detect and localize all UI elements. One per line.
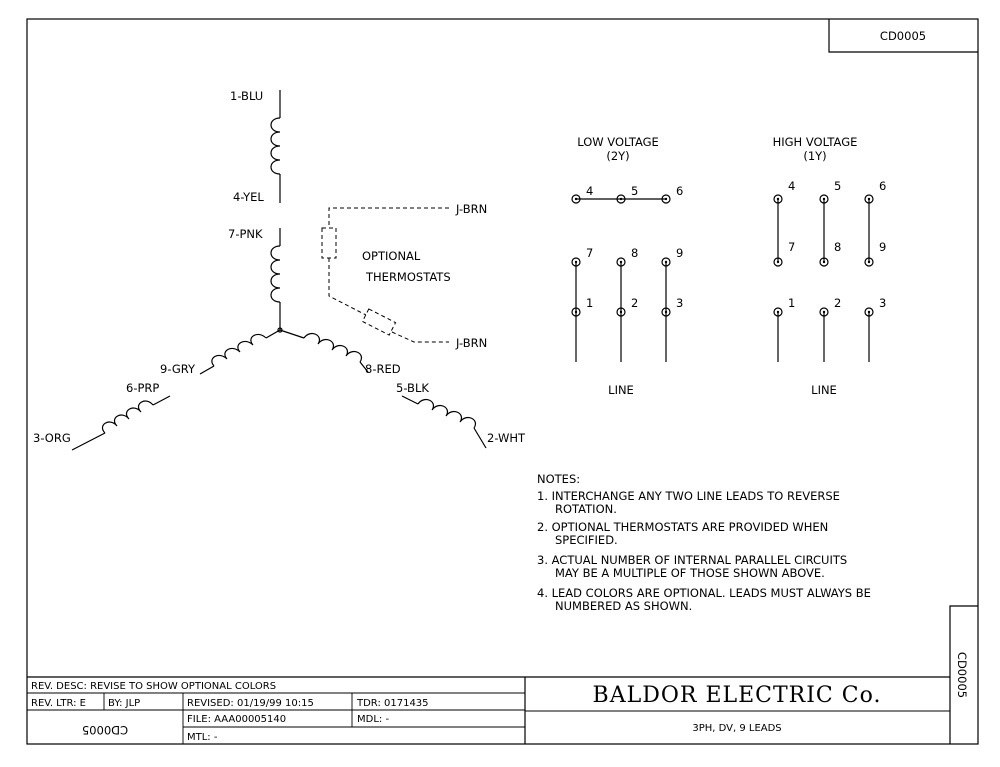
thermostat-lower <box>361 308 397 336</box>
rev-desc: REV. DESC: REVISE TO SHOW OPTIONAL COLOR… <box>31 681 276 692</box>
lv-label-2: 2 <box>631 296 638 310</box>
hv-terminal-2 <box>819 307 829 317</box>
mtl-field: MTL: - <box>187 732 218 743</box>
lv-label-1: 1 <box>586 296 593 310</box>
lv-terminal-7 <box>571 257 581 267</box>
note-2-line1: 2. OPTIONAL THERMOSTATS ARE PROVIDED WHE… <box>537 520 828 534</box>
lv-terminal-3 <box>661 307 671 317</box>
low-voltage-connection: LOW VOLTAGE (2Y) 4 5 6 7 8 9 1 2 3 LINE <box>571 135 683 397</box>
hv-terminal-4 <box>773 194 783 204</box>
hv-label-4: 4 <box>788 179 795 193</box>
hv-terminal-7 <box>773 257 783 267</box>
hv-label-1: 1 <box>788 296 795 310</box>
hv-terminal-5 <box>819 194 829 204</box>
hv-terminal-9 <box>864 257 874 267</box>
thermostat-lead-top: J-BRN <box>455 202 487 216</box>
lead-label-1: 1-BLU <box>230 89 263 103</box>
lead-label-5: 5-BLK <box>396 381 429 395</box>
lv-terminal-2 <box>616 307 626 317</box>
optional-thermostats: J-BRN J-BRN OPTIONAL THERMOSTATS <box>321 202 487 350</box>
high-voltage-connection: HIGH VOLTAGE (1Y) 4 5 6 7 8 9 1 2 3 LINE <box>773 135 887 397</box>
tdr-number: TDR: 0171435 <box>356 698 429 709</box>
lv-terminal-8 <box>616 257 626 267</box>
title-block: REV. DESC: REVISE TO SHOW OPTIONAL COLOR… <box>27 676 950 744</box>
hv-label-2: 2 <box>834 296 841 310</box>
revised-date: REVISED: 01/19/99 10:15 <box>187 698 314 709</box>
hv-line-label: LINE <box>811 383 837 397</box>
note-4-line2: NUMBERED AS SHOWN. <box>555 599 692 613</box>
hv-label-6: 6 <box>879 179 886 193</box>
hv-label-8: 8 <box>834 240 841 254</box>
note-1-line2: ROTATION. <box>555 502 617 516</box>
side-drawing-number-text: CD0005 <box>955 652 969 698</box>
thermostat-label-line1: OPTIONAL <box>362 249 421 263</box>
revised-by: BY: JLP <box>108 698 140 709</box>
hv-terminal-6 <box>864 194 874 204</box>
wye-winding-schematic: 1-BLU 4-YEL 7-PNK 9-GRY 6-PRP 3-ORG <box>33 89 526 451</box>
winding-9-center <box>199 329 281 375</box>
hv-terminal-3 <box>864 307 874 317</box>
thermostat-lead-bottom: J-BRN <box>455 336 487 350</box>
thermostat-upper <box>321 227 337 259</box>
lv-label-5: 5 <box>631 184 638 198</box>
lv-terminal-6 <box>661 194 671 204</box>
winding-7-center <box>270 228 283 333</box>
lead-label-7: 7-PNK <box>228 227 263 241</box>
winding-8-center <box>279 329 369 373</box>
notes-block: NOTES: 1. INTERCHANGE ANY TWO LINE LEADS… <box>537 472 871 613</box>
lead-label-4: 4-YEL <box>233 190 264 204</box>
low-voltage-subtitle: (2Y) <box>606 149 629 163</box>
drawing-number: CD0005 <box>880 29 926 43</box>
inverted-drawing-number: CD0005 <box>82 723 128 737</box>
lv-label-3: 3 <box>676 296 683 310</box>
high-voltage-title: HIGH VOLTAGE <box>773 135 858 149</box>
mdl-field: MDL: - <box>357 714 389 725</box>
lv-label-8: 8 <box>631 246 638 260</box>
lv-line-label: LINE <box>608 383 634 397</box>
lead-label-8: 8-RED <box>365 362 401 376</box>
lead-label-2: 2-WHT <box>487 431 526 445</box>
notes-header: NOTES: <box>537 472 580 486</box>
file-number: FILE: AAA00005140 <box>187 714 286 725</box>
note-3-line1: 3. ACTUAL NUMBER OF INTERNAL PARALLEL CI… <box>537 553 847 567</box>
lv-label-9: 9 <box>676 246 683 260</box>
high-voltage-subtitle: (1Y) <box>803 149 826 163</box>
company-name: BALDOR ELECTRIC Co. <box>593 683 882 708</box>
hv-terminal-1 <box>773 307 783 317</box>
low-voltage-title: LOW VOLTAGE <box>577 135 659 149</box>
hv-label-3: 3 <box>879 296 886 310</box>
winding-5-2 <box>401 395 487 449</box>
note-3-line2: MAY BE A MULTIPLE OF THOSE SHOWN ABOVE. <box>555 566 825 580</box>
note-2-line2: SPECIFIED. <box>555 533 618 547</box>
hv-label-7: 7 <box>788 240 795 254</box>
side-drawing-number: CD0005 <box>949 605 978 744</box>
winding-6-3 <box>71 395 171 451</box>
lv-terminal-9 <box>661 257 671 267</box>
lead-label-9: 9-GRY <box>160 362 196 376</box>
note-1-line1: 1. INTERCHANGE ANY TWO LINE LEADS TO REV… <box>537 489 840 503</box>
winding-1-4 <box>270 90 281 203</box>
lv-terminal-5 <box>616 194 626 204</box>
lv-label-7: 7 <box>586 246 593 260</box>
lv-terminal-4 <box>571 194 581 204</box>
hv-terminal-8 <box>819 257 829 267</box>
lead-label-3: 3-ORG <box>33 431 71 445</box>
drawing-description: 3PH, DV, 9 LEADS <box>692 723 781 734</box>
lv-label-6: 6 <box>676 184 683 198</box>
rev-letter: REV. LTR: E <box>31 698 86 709</box>
lv-label-4: 4 <box>586 184 593 198</box>
lv-terminal-1 <box>571 307 581 317</box>
thermostat-label-line2: THERMOSTATS <box>365 270 451 284</box>
sheet-border <box>26 18 979 745</box>
lead-label-6: 6-PRP <box>126 381 159 395</box>
note-4-line1: 4. LEAD COLORS ARE OPTIONAL. LEADS MUST … <box>537 586 871 600</box>
drawing-number-box: CD0005 <box>828 19 978 53</box>
hv-label-5: 5 <box>834 179 841 193</box>
hv-label-9: 9 <box>879 240 886 254</box>
